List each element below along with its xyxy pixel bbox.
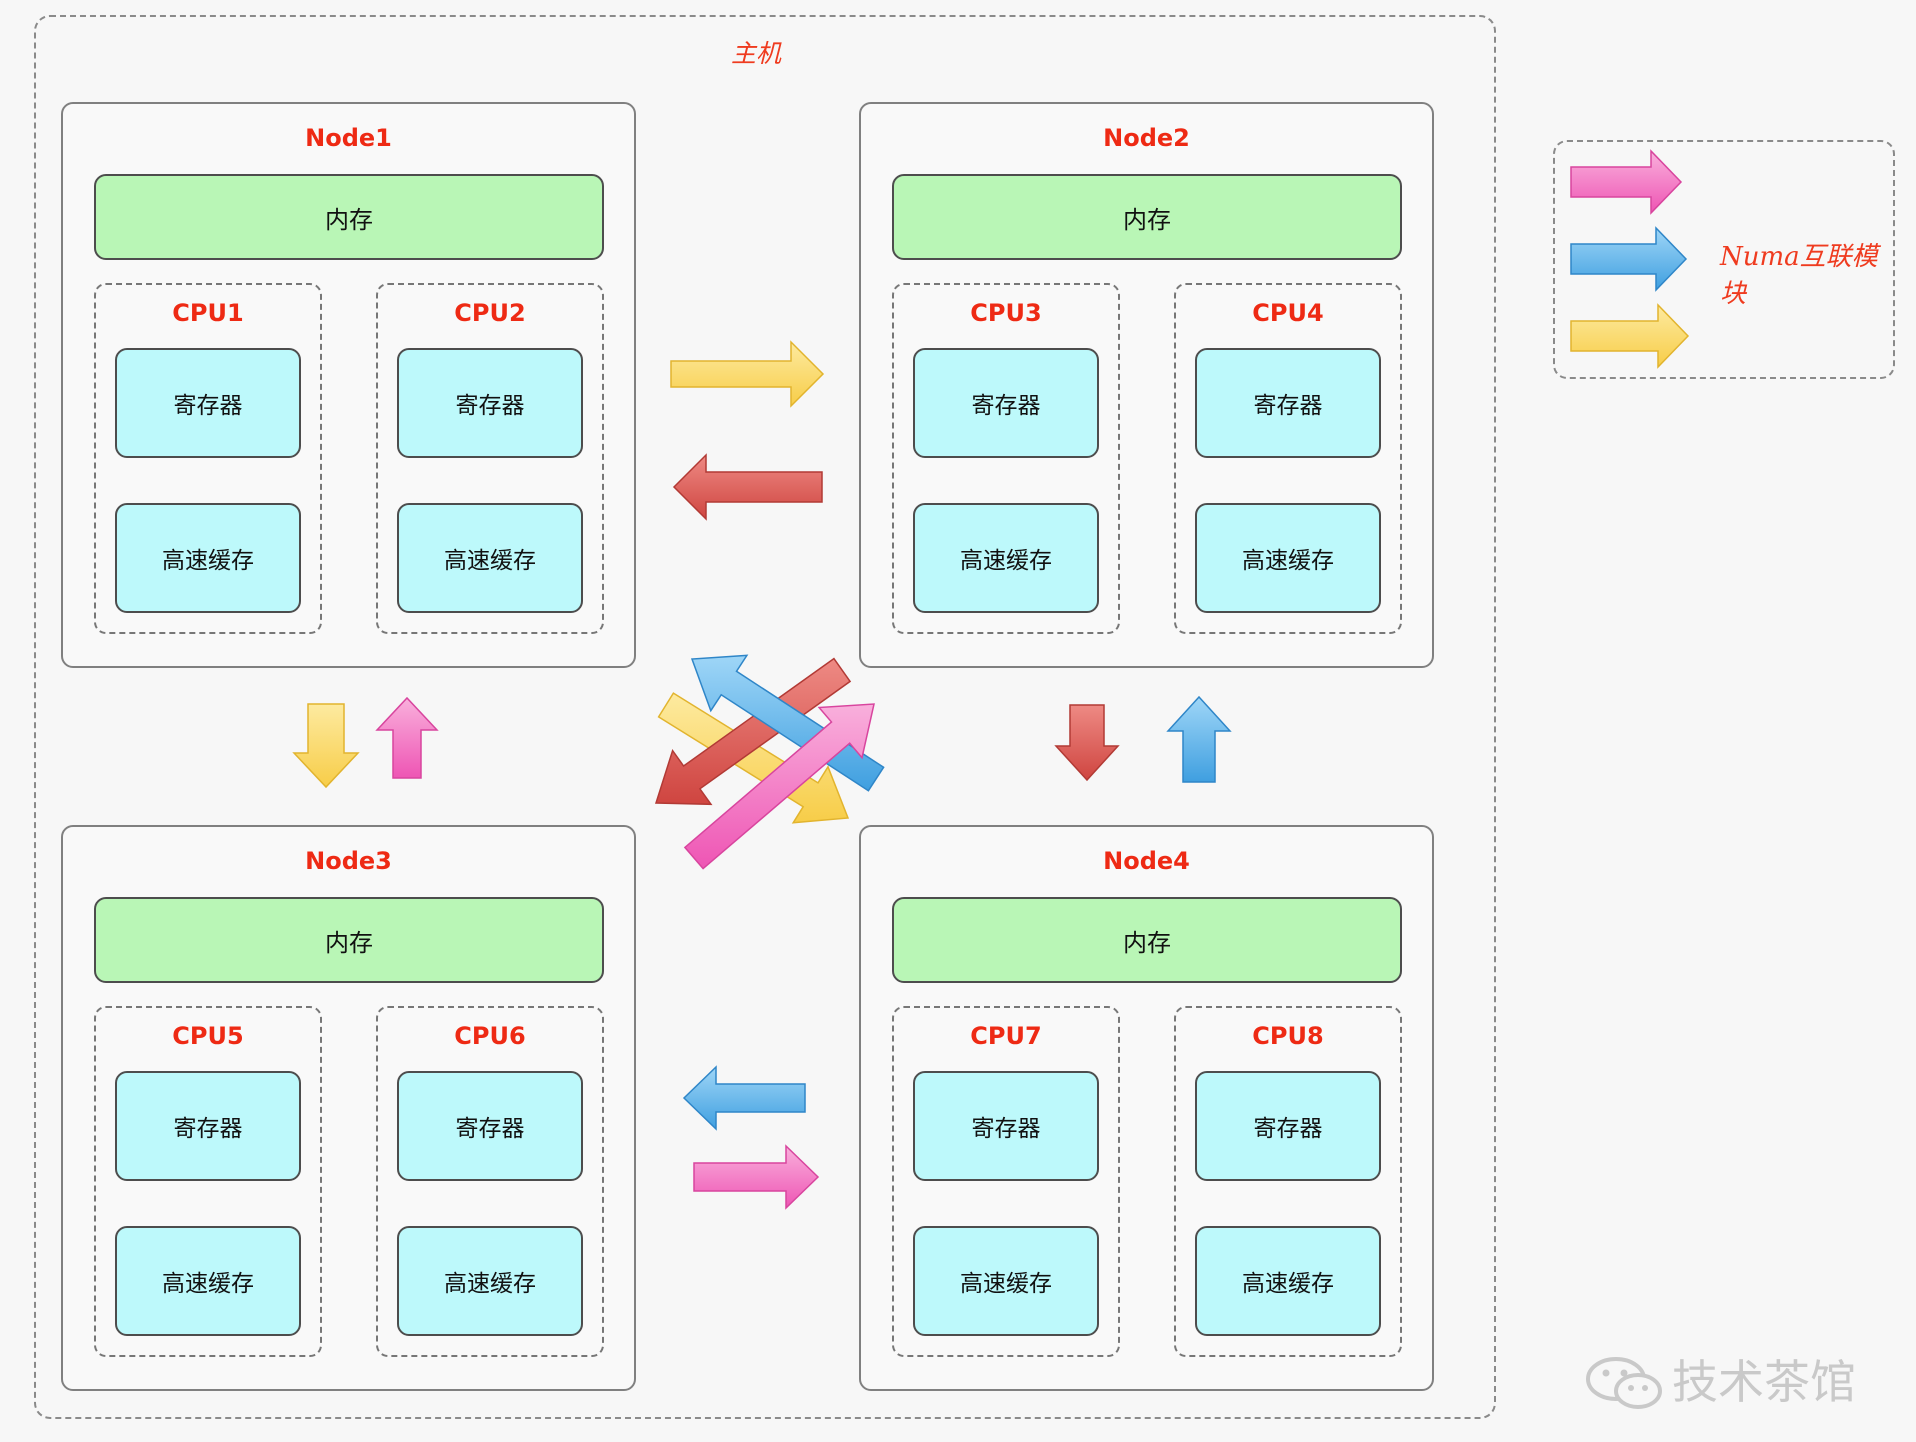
cpu-title: CPU2 xyxy=(454,299,526,327)
cpu-title: CPU8 xyxy=(1252,1022,1324,1050)
host-boundary xyxy=(34,15,1496,1419)
arrow-node3-to-node2-yellow xyxy=(657,692,850,824)
arrow-node4-to-node3 xyxy=(682,1065,806,1131)
cpu-title: CPU7 xyxy=(970,1022,1042,1050)
watermark-text: 技术茶馆 xyxy=(1672,1355,1856,1409)
legend-label: Numa互联模块 xyxy=(1720,242,1878,309)
legend-arrow-pink xyxy=(1570,149,1683,215)
arrow-node2-to-node1 xyxy=(672,453,823,521)
legend-arrow-yellow xyxy=(1570,303,1690,369)
cache-block: 高速缓存 xyxy=(1195,1226,1381,1336)
cache-block: 高速缓存 xyxy=(913,1226,1099,1336)
legend-arrow-blue xyxy=(1570,226,1688,292)
register-block: 寄存器 xyxy=(397,1071,583,1181)
arrow-node1-to-node3 xyxy=(292,703,360,789)
memory-block: 内存 xyxy=(892,174,1402,260)
cpu-8: CPU8 寄存器 高速缓存 xyxy=(1174,1006,1402,1357)
cpu-4: CPU4 寄存器 高速缓存 xyxy=(1174,283,1402,634)
arrow-node2-to-node4 xyxy=(1054,704,1120,782)
watermark: 技术茶馆 xyxy=(1584,1347,1884,1417)
arrow-node3-to-node2-pink xyxy=(683,703,875,870)
register-block: 寄存器 xyxy=(397,348,583,458)
register-block: 寄存器 xyxy=(115,1071,301,1181)
node-title: Node2 xyxy=(1103,124,1190,152)
cache-block: 高速缓存 xyxy=(115,1226,301,1336)
cpu-title: CPU1 xyxy=(172,299,244,327)
cache-block: 高速缓存 xyxy=(913,503,1099,613)
arrow-node3-to-node4 xyxy=(693,1144,820,1210)
arrow-node1-to-node2 xyxy=(670,340,825,408)
cpu-title: CPU3 xyxy=(970,299,1042,327)
node-title: Node1 xyxy=(305,124,392,152)
node-title: Node4 xyxy=(1103,847,1190,875)
memory-block: 内存 xyxy=(892,897,1402,983)
register-block: 寄存器 xyxy=(913,348,1099,458)
cache-block: 高速缓存 xyxy=(397,503,583,613)
arrow-node2-to-node3-red xyxy=(654,657,852,806)
cpu-title: CPU6 xyxy=(454,1022,526,1050)
cpu-1: CPU1 寄存器 高速缓存 xyxy=(94,283,322,634)
node-4: Node4 内存 CPU7 寄存器 高速缓存 CPU8 寄存器 高速缓存 xyxy=(859,825,1434,1391)
cpu-title: CPU5 xyxy=(172,1022,244,1050)
cpu-3: CPU3 寄存器 高速缓存 xyxy=(892,283,1120,634)
cpu-title: CPU4 xyxy=(1252,299,1324,327)
cache-block: 高速缓存 xyxy=(115,503,301,613)
cpu-6: CPU6 寄存器 高速缓存 xyxy=(376,1006,604,1357)
cache-block: 高速缓存 xyxy=(397,1226,583,1336)
cpu-2: CPU2 寄存器 高速缓存 xyxy=(376,283,604,634)
cache-block: 高速缓存 xyxy=(1195,503,1381,613)
register-block: 寄存器 xyxy=(1195,348,1381,458)
arrow-node4-to-node1-blue xyxy=(690,654,885,792)
cpu-5: CPU5 寄存器 高速缓存 xyxy=(94,1006,322,1357)
node-3: Node3 内存 CPU5 寄存器 高速缓存 CPU6 寄存器 高速缓存 xyxy=(61,825,636,1391)
memory-block: 内存 xyxy=(94,897,604,983)
legend-box xyxy=(1553,140,1895,379)
register-block: 寄存器 xyxy=(913,1071,1099,1181)
arrow-node3-to-node1 xyxy=(375,696,439,779)
node-2: Node2 内存 CPU3 寄存器 高速缓存 CPU4 寄存器 高速缓存 xyxy=(859,102,1434,668)
arrow-node4-to-node2 xyxy=(1166,695,1232,783)
memory-block: 内存 xyxy=(94,174,604,260)
node-1: Node1 内存 CPU1 寄存器 高速缓存 CPU2 寄存器 高速缓存 xyxy=(61,102,636,668)
host-label: 主机 xyxy=(730,39,781,68)
register-block: 寄存器 xyxy=(115,348,301,458)
cpu-7: CPU7 寄存器 高速缓存 xyxy=(892,1006,1120,1357)
register-block: 寄存器 xyxy=(1195,1071,1381,1181)
wechat-icon xyxy=(1586,1357,1662,1409)
node-title: Node3 xyxy=(305,847,392,875)
